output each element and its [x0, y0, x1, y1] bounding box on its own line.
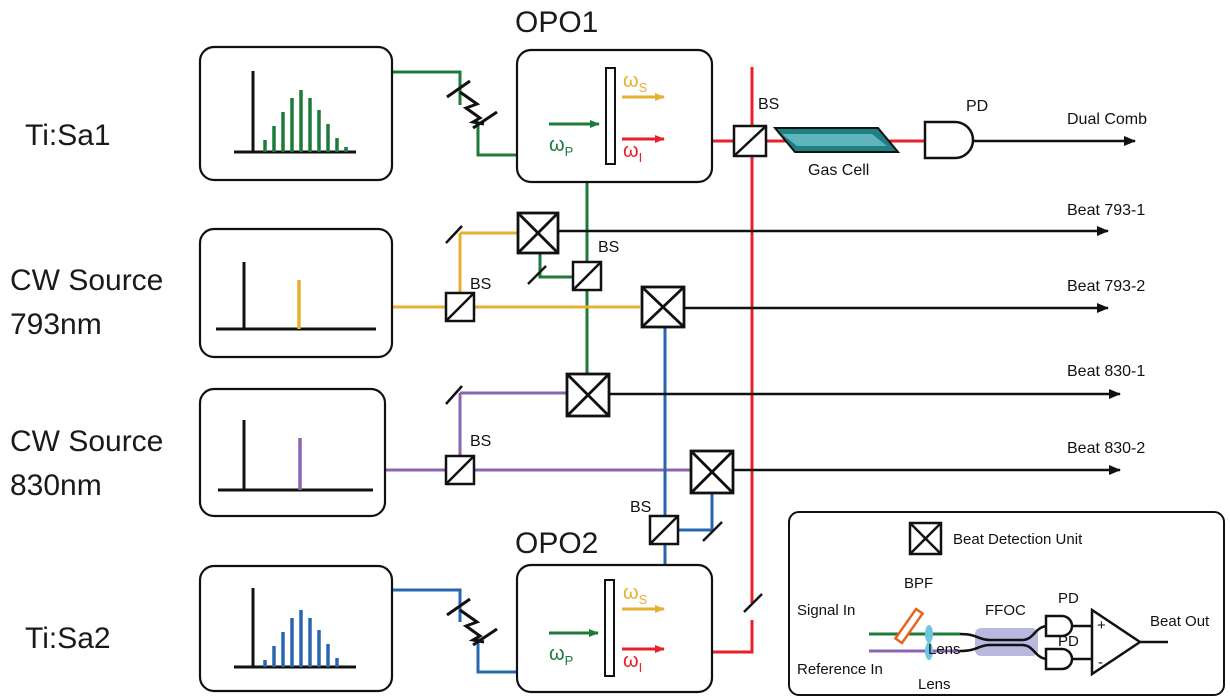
legend-title: Beat Detection Unit: [953, 531, 1083, 548]
tisa1-label: Ti:Sa1: [25, 119, 111, 152]
beat-830-1-label: Beat 830-1: [1067, 363, 1145, 380]
pd-label-top: PD: [1058, 590, 1079, 607]
svg-text:ωI: ωI: [623, 140, 642, 165]
tisa1-output-beam: [392, 70, 462, 105]
green-to-beat793-1-beam: [538, 250, 587, 279]
bs-label-dualcomb: BS: [758, 96, 779, 113]
opo2-idler-beam: [712, 620, 754, 654]
diff-amplifier: [1090, 607, 1143, 677]
beat-793-2-label: Beat 793-2: [1067, 278, 1145, 295]
bs-793-split: [444, 291, 476, 323]
cw830-label-line2: 830nm: [10, 469, 102, 502]
tisa1-box: [198, 45, 394, 182]
svg-text:ωI: ωI: [623, 650, 642, 675]
svg-text:ωP: ωP: [549, 134, 573, 159]
bs-label-green: BS: [598, 239, 619, 256]
beat-unit-830-1: [565, 372, 611, 418]
lens-signal: [925, 625, 933, 643]
bpf-label: BPF: [904, 575, 933, 592]
bs-label-blue: BS: [630, 499, 651, 516]
svg-text:ωS: ωS: [623, 70, 648, 95]
beat-unit-793-1: [516, 211, 560, 255]
amp-plus: +: [1097, 617, 1106, 634]
pd-top: [1044, 614, 1074, 638]
opo2-box: ωS ωP ωI: [515, 563, 714, 694]
beat-793-1-label: Beat 793-1: [1067, 202, 1145, 219]
cw793-label-line1: CW Source: [10, 264, 163, 297]
ffoc-label: FFOC: [985, 602, 1026, 619]
signal-in-label: Signal In: [797, 602, 855, 619]
pd-bottom: [1044, 647, 1074, 671]
dual-comb-label: Dual Comb: [1067, 111, 1147, 128]
cw793-label-line2: 793nm: [10, 308, 102, 341]
cw830-label-line1: CW Source: [10, 425, 163, 458]
bs-830-split: [444, 454, 476, 486]
tisa1-to-opo1-beam: [476, 122, 517, 157]
amp-minus: -: [1098, 654, 1103, 671]
cw830-box: [198, 387, 387, 518]
cw793-box: [198, 227, 394, 359]
svg-text:ωP: ωP: [549, 643, 573, 668]
reference-in-label: Reference In: [797, 661, 883, 678]
bpf-filter: [893, 607, 925, 645]
bs-opo1-output: [732, 124, 768, 158]
tisa2-output-beam: [392, 588, 462, 622]
tisa2-box: [198, 564, 394, 693]
bs-label-793: BS: [470, 276, 491, 293]
beat-830-2-label: Beat 830-2: [1067, 440, 1145, 457]
tisa1-periscope: [446, 79, 498, 130]
beat-out-label: Beat Out: [1150, 613, 1210, 630]
tisa2-to-opo2-beam: [476, 638, 517, 674]
opo2-title: OPO2: [515, 527, 598, 560]
pd-label-dual-comb: PD: [966, 98, 988, 115]
ffoc-shade: [975, 628, 1038, 656]
tisa2-periscope: [446, 597, 498, 647]
beat-unit-830-2: [689, 449, 735, 495]
bs-green-split: [571, 260, 603, 292]
gas-cell-label: Gas Cell: [808, 162, 869, 179]
steering-mirrors: [445, 225, 763, 613]
tisa2-label: Ti:Sa2: [25, 622, 111, 655]
legend-box: Beat Detection Unit Signal In Reference …: [788, 511, 1225, 696]
blue-to-beat830-2-beam: [675, 493, 714, 532]
beat-detection-unit-icon: [908, 521, 943, 556]
ffoc-fiber-bottom: [959, 643, 1050, 661]
photodiode-dual-comb: [923, 120, 975, 160]
svg-text:ωS: ωS: [623, 582, 648, 607]
lens-label-reference: Lens: [918, 676, 951, 693]
bs-label-830: BS: [470, 433, 491, 450]
opo1-box: ωS ωP ωI: [515, 48, 714, 184]
bs-blue-split: [648, 514, 680, 546]
beat-unit-793-2: [640, 285, 686, 329]
lens-label-signal: Lens: [928, 641, 961, 658]
ffoc-fiber-top: [959, 624, 1050, 642]
pd-label-bottom: PD: [1058, 633, 1079, 650]
lens-reference: [925, 642, 933, 660]
gas-cell: [772, 127, 901, 153]
opo1-title: OPO1: [515, 6, 598, 39]
